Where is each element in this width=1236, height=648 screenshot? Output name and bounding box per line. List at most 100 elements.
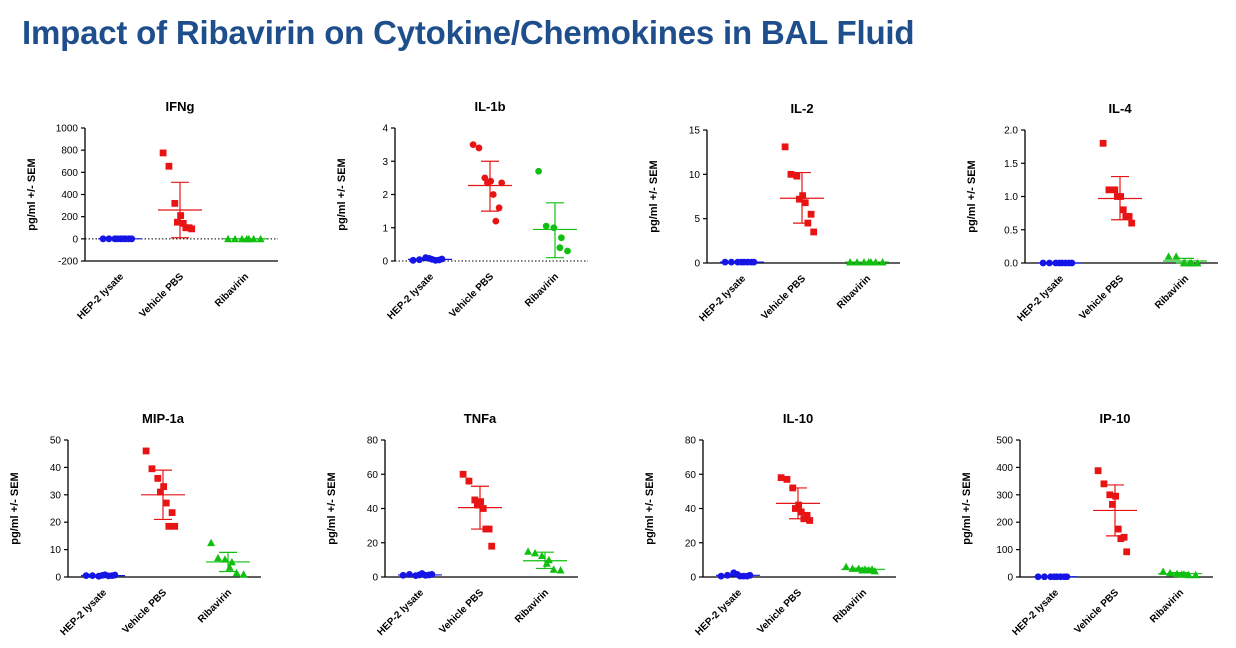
x-category-label: Vehicle PBS	[1072, 587, 1121, 636]
x-category-label: Ribavirin	[1148, 587, 1186, 625]
data-point-vehicle	[1122, 213, 1130, 220]
series-vehicle	[776, 474, 820, 524]
y-axis-label: pg/ml +/- SEM	[26, 158, 38, 230]
x-category-label: Vehicle PBS	[759, 273, 808, 322]
series-hep2	[398, 570, 442, 580]
data-point-vehicle	[1117, 535, 1125, 543]
data-point-vehicle	[801, 199, 809, 207]
data-point-ribavirin	[531, 549, 540, 557]
data-point-vehicle	[803, 511, 811, 519]
data-point-ribavirin	[556, 244, 564, 252]
page-title: Impact of Ribavirin on Cytokine/Chemokin…	[22, 14, 915, 51]
y-axis-label: pg/ml +/- SEM	[336, 158, 348, 230]
data-point-ribavirin	[842, 562, 851, 571]
x-category-label: HEP-2 lysate	[697, 273, 748, 324]
data-point-vehicle	[1111, 186, 1119, 194]
data-point-vehicle	[481, 174, 489, 182]
y-tick-label: 1	[382, 223, 388, 234]
x-category-label: Vehicle PBS	[755, 587, 804, 636]
data-point-ribavirin	[214, 553, 223, 562]
data-point-vehicle	[165, 522, 173, 530]
y-tick-label: 1.0	[1004, 192, 1018, 203]
y-tick-label: 200	[996, 518, 1013, 529]
data-point-ribavirin	[558, 234, 565, 242]
data-point-vehicle	[162, 499, 170, 507]
y-tick-label: 400	[996, 463, 1013, 474]
series-hep2	[98, 235, 142, 243]
data-point-ribavirin	[556, 566, 565, 574]
series-hep2	[1033, 573, 1077, 581]
series-vehicle	[158, 149, 202, 239]
x-category-label: Vehicle PBS	[120, 587, 169, 636]
data-point-vehicle	[1128, 219, 1136, 227]
data-point-vehicle	[781, 143, 789, 151]
data-point-ribavirin	[524, 547, 533, 555]
series-vehicle	[141, 447, 185, 530]
data-point-vehicle	[795, 501, 803, 509]
data-point-vehicle	[479, 505, 487, 512]
y-tick-label: 500	[996, 436, 1013, 447]
x-category-label: Ribavirin	[1153, 273, 1191, 311]
y-tick-label: 400	[61, 190, 78, 201]
x-category-label: Vehicle PBS	[447, 271, 496, 320]
data-point-ribavirin	[1164, 252, 1173, 260]
y-tick-label: 0	[694, 259, 700, 270]
data-point-ribavirin	[537, 551, 546, 559]
data-point-vehicle	[498, 179, 506, 187]
series-ribavirin	[206, 538, 250, 578]
y-tick-label: 0	[72, 234, 78, 245]
data-point-vehicle	[179, 219, 187, 227]
chart-title: IFNg	[166, 99, 195, 114]
y-tick-label: 40	[50, 463, 62, 474]
data-point-vehicle	[799, 192, 807, 200]
data-point-vehicle	[142, 447, 150, 455]
x-category-label: Ribavirin	[196, 587, 234, 625]
x-category-label: Ribavirin	[513, 587, 551, 625]
data-point-vehicle	[474, 501, 481, 509]
data-point-vehicle	[787, 170, 795, 178]
data-point-ribavirin	[550, 224, 558, 232]
series-ribavirin	[523, 547, 567, 574]
data-point-vehicle	[796, 195, 803, 203]
data-point-vehicle	[807, 210, 815, 218]
y-tick-label: 40	[685, 504, 697, 515]
data-point-vehicle	[168, 509, 176, 517]
y-tick-label: 0	[1007, 573, 1013, 584]
y-tick-label: 20	[685, 538, 697, 549]
series-hep2	[720, 258, 764, 266]
data-point-vehicle	[810, 228, 818, 236]
data-point-vehicle	[1100, 480, 1108, 488]
y-tick-label: 15	[689, 126, 701, 137]
series-vehicle	[1093, 467, 1137, 556]
data-point-ribavirin	[239, 570, 248, 578]
x-category-label: HEP-2 lysate	[75, 271, 126, 322]
y-axis-label: pg/ml +/- SEM	[966, 160, 978, 232]
y-tick-label: 5	[694, 214, 700, 225]
y-tick-label: 0	[690, 573, 696, 584]
y-tick-label: 10	[689, 170, 701, 181]
data-point-vehicle	[1099, 139, 1107, 147]
data-point-vehicle	[188, 225, 196, 233]
x-category-label: HEP-2 lysate	[375, 587, 426, 638]
y-tick-label: 4	[382, 124, 388, 135]
data-point-vehicle	[165, 162, 173, 170]
y-axis-label: pg/ml +/- SEM	[644, 472, 656, 544]
series-vehicle	[458, 470, 502, 550]
y-axis-label: pg/ml +/- SEM	[648, 160, 660, 232]
y-tick-label: 1000	[56, 124, 79, 135]
x-category-label: HEP-2 lysate	[385, 271, 436, 322]
y-tick-label: 10	[50, 545, 62, 556]
data-point-vehicle	[465, 477, 473, 485]
y-tick-label: 80	[367, 436, 379, 447]
data-point-vehicle	[475, 144, 483, 152]
y-tick-label: 0	[382, 257, 388, 268]
series-ribavirin	[845, 258, 889, 266]
data-point-vehicle	[477, 498, 485, 506]
y-tick-label: 50	[50, 436, 62, 447]
data-point-ribavirin	[535, 167, 542, 175]
data-point-ribavirin	[1159, 567, 1168, 575]
